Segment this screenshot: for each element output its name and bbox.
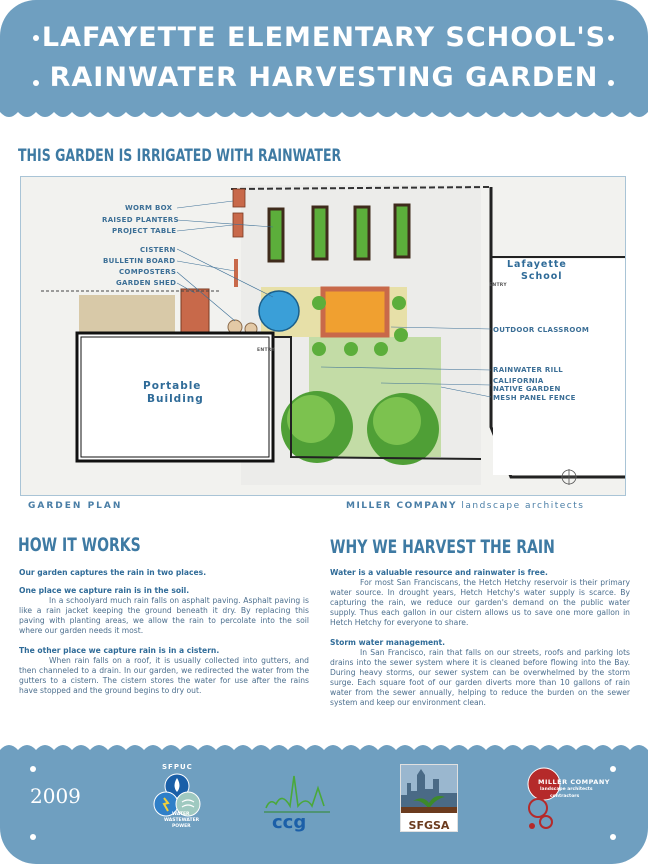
ccg-logo (264, 775, 330, 813)
footer-dot-right-bottom (610, 834, 616, 840)
why-sub-resource: Water is a valuable resource and rainwat… (330, 568, 548, 577)
how-body-soil: In a schoolyard much rain falls on aspha… (19, 596, 309, 635)
sfpuc-sub-wastewater: WASTEWATER (164, 818, 200, 823)
title-line-2: RAINWATER HARVESTING GARDEN (49, 62, 599, 93)
title-line-1: LAFAYETTE ELEMENTARY SCHOOL'S (41, 22, 607, 53)
header-wave-edge (0, 96, 648, 117)
header-banner (0, 0, 648, 112)
caption-miller-company: MILLER COMPANY landscape architects (346, 501, 584, 511)
label-native-garden: NATIVE GARDEN (493, 385, 561, 393)
sfpuc-sub-power: POWER (172, 824, 191, 829)
footer-dot-left-bottom (30, 834, 36, 840)
header-dot-right-top (608, 35, 614, 41)
how-body-cistern: When rain falls on a roof, it is usually… (19, 656, 309, 695)
how-it-works-column: Our garden captures the rain in two plac… (19, 568, 309, 706)
footer-dot-right-top (610, 766, 616, 772)
garden-plan: WORM BOX RAISED PLANTERS PROJECT TABLE C… (20, 176, 626, 496)
sfpuc-sub-water: WATER (172, 812, 190, 817)
garden-plan-drawing (21, 177, 625, 495)
caption-miller-bold: MILLER COMPANY (346, 501, 457, 511)
label-composters: COMPOSTERS (119, 268, 177, 276)
why-body-storm: In San Francisco, rain that falls on our… (330, 648, 630, 707)
caption-garden-plan: GARDEN PLAN (28, 501, 123, 511)
label-california: CALIFORNIA (493, 377, 544, 385)
why-heading: WHY WE HARVEST THE RAIN (330, 536, 555, 558)
how-sub-cistern: The other place we capture rain is in a … (19, 646, 220, 655)
sfgsa-skyline-icon (401, 765, 457, 813)
why-sub-storm: Storm water management. (330, 638, 446, 647)
footer-dot-left-top (30, 766, 36, 772)
label-mesh-panel-fence: MESH PANEL FENCE (493, 394, 576, 402)
label-worm-box: WORM BOX (125, 204, 173, 212)
entry-label-school: ENTRY (489, 283, 507, 288)
school-label-line2: School (521, 271, 563, 282)
how-it-works-heading: HOW IT WORKS (18, 534, 141, 556)
how-sub-soil: One place we capture rain is in the soil… (19, 586, 190, 595)
header-dot-right-bottom (608, 80, 614, 86)
why-body-resource: For most San Franciscans, the Hetch Hetc… (330, 578, 630, 627)
entry-label-portable: ENTRY (257, 348, 275, 353)
sfpuc-name: SFPUC (162, 763, 193, 771)
how-lead: Our garden captures the rain in two plac… (19, 568, 207, 577)
plan-heading: THIS GARDEN IS IRRIGATED WITH RAINWATER (18, 146, 342, 166)
header-dot-left-bottom (33, 80, 39, 86)
school-label-line1: Lafayette (507, 259, 567, 270)
label-project-table: PROJECT TABLE (112, 227, 177, 235)
year: 2009 (30, 784, 81, 808)
portable-label-line2: Building (147, 393, 204, 405)
label-garden-shed: GARDEN SHED (116, 279, 177, 287)
header-dot-left-top (33, 35, 39, 41)
label-outdoor-classroom: OUTDOOR CLASSROOM (493, 326, 590, 334)
why-column: Water is a valuable resource and rainwat… (330, 568, 630, 718)
miller-name: MILLER COMPANY (538, 778, 610, 786)
label-cistern: CISTERN (140, 246, 176, 254)
label-rainwater-rill: RAINWATER RILL (493, 366, 564, 374)
sfpuc-logo (153, 773, 201, 817)
sfgsa-logo: SFGSA (400, 764, 458, 832)
ccg-name: ccg (272, 812, 307, 833)
miller-sub-contractors: contractors (550, 794, 580, 799)
miller-sub-landscape: landscape architects (540, 787, 593, 792)
caption-miller-rest: landscape architects (456, 501, 585, 511)
portable-label-line1: Portable (143, 380, 202, 392)
label-raised-planters: RAISED PLANTERS (102, 216, 179, 224)
miller-company-logo (527, 767, 561, 829)
sfgsa-name: SFGSA (408, 819, 450, 832)
label-bulletin-board: BULLETIN BOARD (103, 257, 176, 265)
